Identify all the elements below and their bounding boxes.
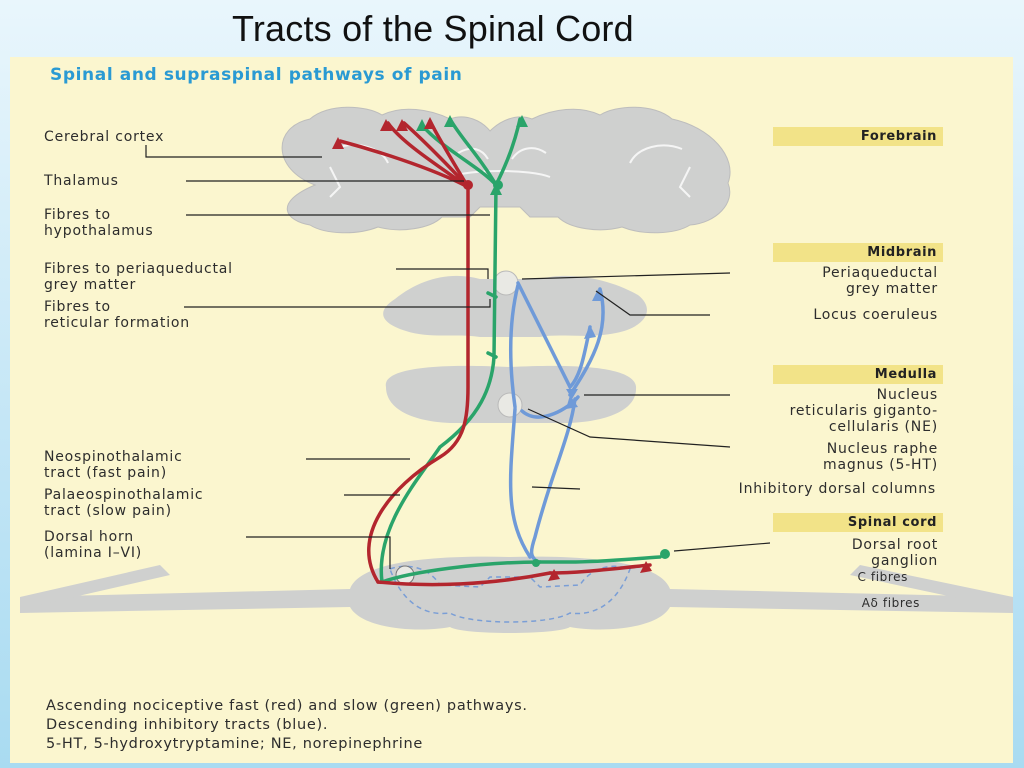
caption-line-3: 5-HT, 5-hydroxytryptamine; NE, norepinep… xyxy=(46,736,424,752)
descending-inhibitory-tracts xyxy=(508,281,605,564)
leader-lines xyxy=(145,145,771,569)
region-tag-midbrain: Midbrain xyxy=(773,243,943,262)
pain-pathways-figure: Cerebral cortex Thalamus Fibres to hypot… xyxy=(20,106,1013,633)
label-thalamus: Thalamus xyxy=(43,173,119,189)
caption-line-2: Descending inhibitory tracts (blue). xyxy=(46,717,329,733)
grey-matter-outline xyxy=(389,565,631,623)
label-raphe-1: Nucleus raphe xyxy=(827,441,938,457)
label-ad-fibres: Aδ fibres xyxy=(862,596,920,610)
slide-title: Tracts of the Spinal Cord xyxy=(232,8,634,49)
diagram-panel: Spinal and supraspinal pathways of pain xyxy=(10,57,1013,763)
region-tag-spinal-cord: Spinal cord xyxy=(773,513,943,532)
spinal-cord-section xyxy=(20,556,1013,633)
label-fibres-reticular-2: reticular formation xyxy=(44,315,190,331)
label-neospinothalamic-2: tract (fast pain) xyxy=(44,465,167,481)
label-fibres-pag-1: Fibres to periaqueductal xyxy=(44,261,233,277)
label-drg-2: ganglion xyxy=(871,553,938,569)
label-fibres-hypothalamus-1: Fibres to xyxy=(44,207,111,223)
region-tag-forebrain: Forebrain xyxy=(773,127,943,146)
label-raphe-2: magnus (5-HT) xyxy=(823,457,938,473)
label-cerebral-cortex: Cerebral cortex xyxy=(44,129,164,145)
label-fibres-hypothalamus-2: hypothalamus xyxy=(44,223,153,239)
label-fibres-pag-2: grey matter xyxy=(44,277,136,293)
label-palaeospinothalamic-1: Palaeospinothalamic xyxy=(44,487,203,503)
green-arrowheads xyxy=(416,115,670,567)
label-neospinothalamic-1: Neospinothalamic xyxy=(44,449,183,465)
fast-pain-pathway xyxy=(338,119,652,587)
label-inhibitory-dorsal-columns: Inhibitory dorsal columns xyxy=(739,481,936,497)
label-pag-1: Periaqueductal xyxy=(822,265,938,281)
forebrain-section xyxy=(281,106,731,234)
region-tag-medulla: Medulla xyxy=(773,365,943,384)
label-dorsal-horn-1: Dorsal horn xyxy=(44,529,134,545)
diagram-heading: Spinal and supraspinal pathways of pain xyxy=(50,65,463,85)
label-palaeospinothalamic-2: tract (slow pain) xyxy=(44,503,172,519)
blue-arrowheads xyxy=(566,289,604,409)
label-nrgc-3: cellularis (NE) xyxy=(829,419,938,435)
label-locus-coeruleus: Locus coeruleus xyxy=(813,307,938,323)
caption-line-1: Ascending nociceptive fast (red) and slo… xyxy=(46,698,528,714)
label-pag-2: grey matter xyxy=(846,281,938,297)
label-nrgc-1: Nucleus xyxy=(877,387,938,403)
label-dorsal-horn-2: (lamina I–VI) xyxy=(44,545,142,561)
label-drg-1: Dorsal root xyxy=(852,537,938,553)
figure-caption: Ascending nociceptive fast (red) and slo… xyxy=(46,697,528,754)
red-arrowheads xyxy=(332,117,652,581)
label-fibres-reticular-1: Fibres to xyxy=(44,299,111,315)
label-c-fibres: C fibres xyxy=(858,570,908,584)
label-nrgc-2: reticularis giganto- xyxy=(790,403,938,419)
